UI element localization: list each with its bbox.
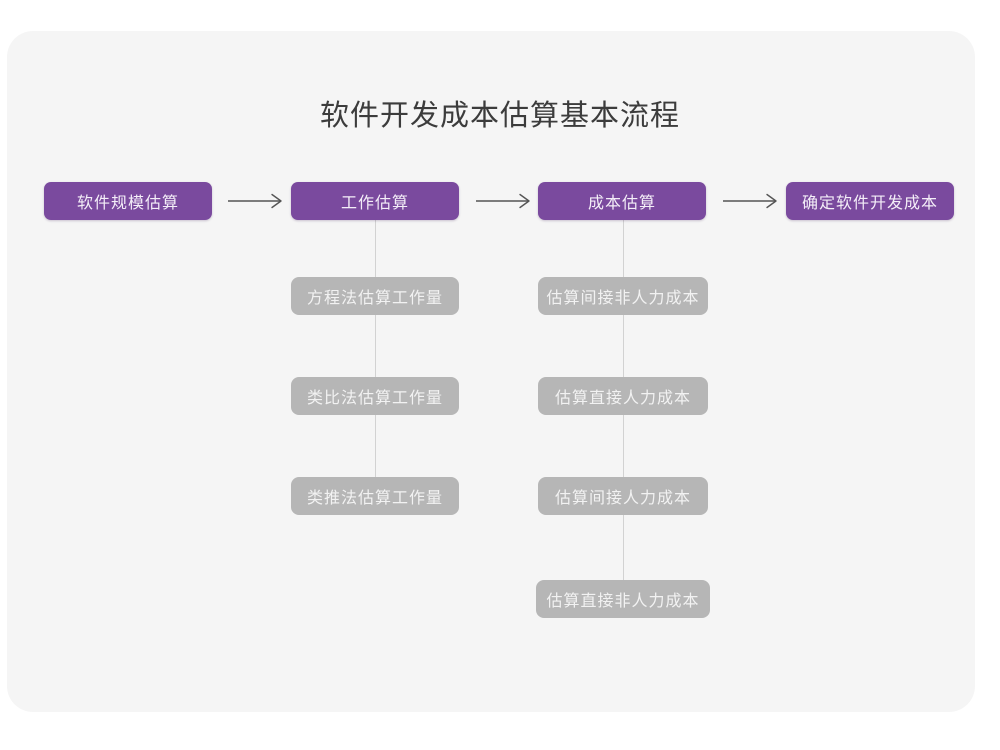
page-title: 软件开发成本估算基本流程	[319, 100, 680, 132]
arrow-right-icon	[228, 189, 288, 213]
node-direct-labor-cost[interactable]: 估算直接人力成本	[538, 377, 708, 415]
node-cost-estimation[interactable]: 成本估算	[538, 182, 706, 220]
node-indirect-labor-cost[interactable]: 估算间接人力成本	[538, 477, 708, 515]
node-analogy-method-effort[interactable]: 类比法估算工作量	[291, 377, 459, 415]
node-software-scale-estimation[interactable]: 软件规模估算	[44, 182, 212, 220]
connector-line-effort-column	[375, 220, 376, 478]
arrow-right-icon	[723, 189, 783, 213]
diagram-card	[7, 31, 975, 712]
node-direct-nonlabor-cost[interactable]: 估算直接非人力成本	[536, 580, 710, 618]
node-equation-method-effort[interactable]: 方程法估算工作量	[291, 277, 459, 315]
node-effort-estimation[interactable]: 工作估算	[291, 182, 459, 220]
node-inference-method-effort[interactable]: 类推法估算工作量	[291, 477, 459, 515]
node-indirect-nonlabor-cost[interactable]: 估算间接非人力成本	[538, 277, 708, 315]
node-determine-software-development-cost[interactable]: 确定软件开发成本	[786, 182, 954, 220]
arrow-right-icon	[476, 189, 536, 213]
